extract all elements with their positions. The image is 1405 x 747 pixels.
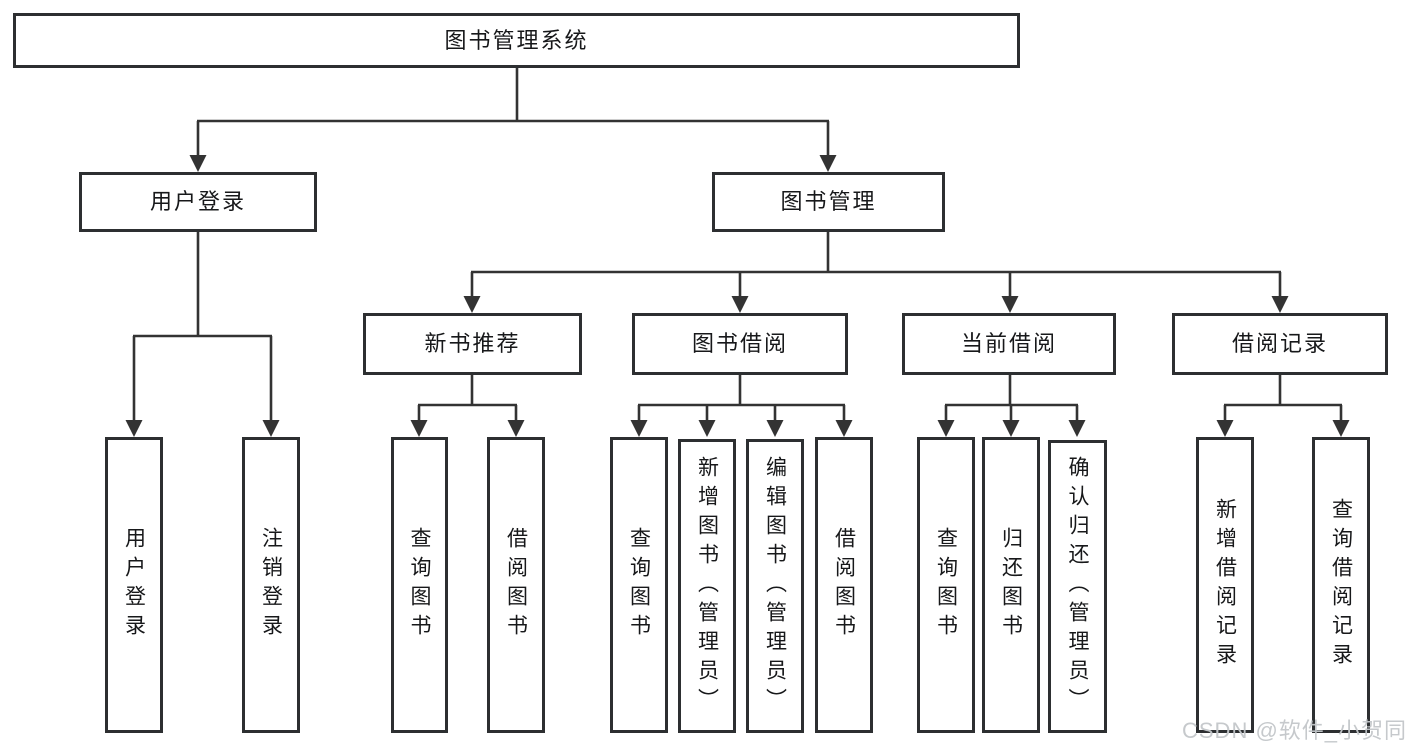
leaf-return-books: 归还图书 (982, 437, 1040, 733)
leaf-borrow-books-2: 借阅图书 (815, 437, 873, 733)
node-book-management: 图书管理 (712, 172, 945, 232)
leaf-query-books-3: 查询图书 (917, 437, 975, 733)
leaf-add-books-admin: 新增图书（管理员） (678, 439, 736, 733)
leaf-edit-books-admin: 编辑图书（管理员） (746, 439, 804, 733)
leaf-borrow-books-1: 借阅图书 (487, 437, 545, 733)
watermark: CSDN @软件_小贺同学 (1182, 718, 1405, 743)
leaf-logout: 注销登录 (242, 437, 300, 733)
node-book-borrowing: 图书借阅 (632, 313, 848, 375)
leaf-add-borrow-record: 新增借阅记录 (1196, 437, 1254, 733)
node-new-book-recommend: 新书推荐 (363, 313, 582, 375)
leaf-query-books-1: 查询图书 (391, 437, 448, 733)
node-user-login: 用户登录 (79, 172, 317, 232)
node-borrowing-records: 借阅记录 (1172, 313, 1388, 375)
leaf-user-login: 用户登录 (105, 437, 163, 733)
leaf-confirm-return-admin: 确认归还（管理员） (1048, 440, 1107, 733)
leaf-query-borrow-record: 查询借阅记录 (1312, 437, 1370, 733)
leaf-query-books-2: 查询图书 (610, 437, 668, 733)
node-current-borrowing: 当前借阅 (902, 313, 1116, 375)
node-library-system: 图书管理系统 (13, 13, 1020, 68)
